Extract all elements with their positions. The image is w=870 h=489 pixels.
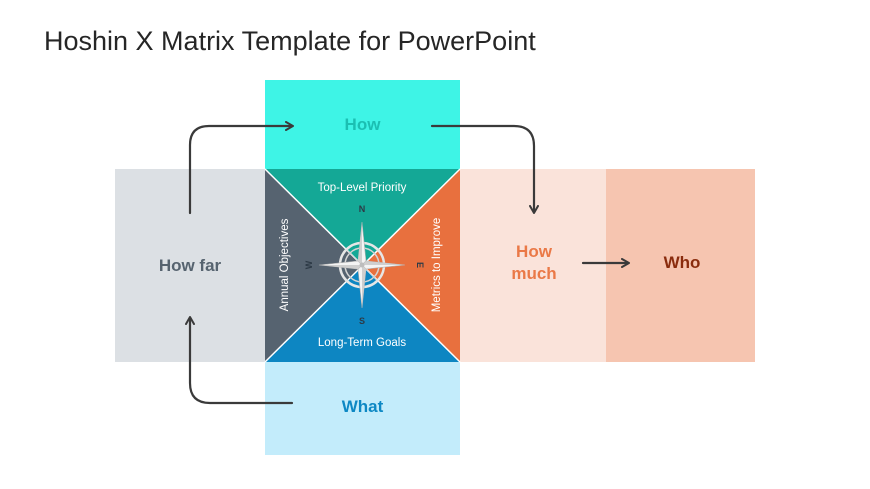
how-much-label-line2: much	[511, 264, 557, 283]
matrix-top-triangle	[265, 169, 460, 266]
arrow-how-to-how-much	[430, 124, 539, 214]
matrix-left-triangle	[265, 169, 363, 362]
top-level-priority-label: Top-Level Priority	[318, 182, 407, 194]
compass-west-label: W	[304, 260, 314, 269]
what-label: What	[341, 397, 384, 416]
matrix-bottom-triangle	[265, 265, 460, 362]
arrow-how-far-to-how	[188, 121, 294, 215]
how-far-label: How far	[158, 256, 222, 275]
compass-south-label: S	[359, 316, 365, 326]
page-title: Hoshin X Matrix Template for PowerPoint	[44, 26, 536, 56]
compass-icon	[318, 221, 406, 309]
who-label: Who	[663, 253, 701, 272]
compass-north-label: N	[359, 204, 366, 214]
how-much-label-line1: How	[516, 242, 552, 261]
long-term-goals-label: Long-Term Goals	[318, 337, 406, 349]
what-panel	[265, 362, 460, 455]
arrow-what-to-how-far	[185, 316, 294, 405]
compass-east-label: E	[415, 262, 425, 268]
who-panel	[606, 169, 755, 362]
matrix-right-triangle	[362, 169, 460, 362]
annual-objectives-label: Annual Objectives	[279, 218, 291, 311]
how-panel	[265, 80, 460, 169]
metrics-to-improve-label: Metrics to Improve	[431, 218, 443, 313]
how-label: How	[344, 115, 381, 134]
